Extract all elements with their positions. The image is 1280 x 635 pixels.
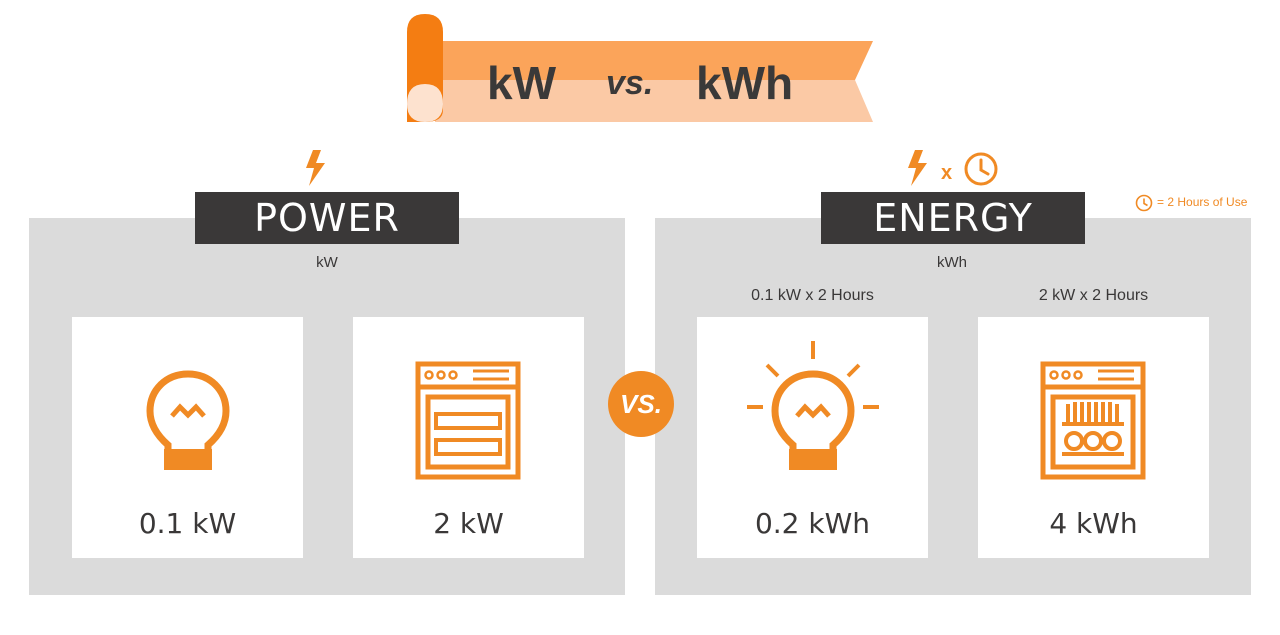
legend-clock-icon <box>1135 194 1153 212</box>
banner-scroll-curl <box>407 84 443 122</box>
power-title: POWER <box>195 192 459 244</box>
energy-calc-bulb: 0.1 kW x 2 Hours <box>751 287 874 304</box>
title-banner <box>407 14 873 122</box>
banner-vs-text: vs. <box>606 64 654 102</box>
vs-badge: VS. <box>608 371 674 437</box>
oven-icon <box>415 361 521 480</box>
lightning-icon-energy <box>908 150 927 186</box>
banner-kw-text: kW <box>487 57 556 109</box>
power-card-oven: 2 kW <box>353 317 584 558</box>
glowing-light-bulb-icon <box>747 341 879 470</box>
energy-value-bulb: 0.2 kWh <box>754 507 871 540</box>
power-unit: kW <box>316 254 338 271</box>
power-card-bulb: 0.1 kW <box>72 317 303 558</box>
energy-calc-dishwasher: 2 kW x 2 Hours <box>1038 287 1149 304</box>
banner-kwh-text: kWh <box>696 57 794 109</box>
legend-text: = 2 Hours of Use <box>1157 195 1248 209</box>
multiply-sign: x <box>941 162 953 184</box>
energy-title: ENERGY <box>821 192 1085 244</box>
energy-card-dishwasher: 4 kWh <box>978 317 1209 558</box>
power-value-oven: 2 kW <box>433 507 504 540</box>
energy-card-bulb: 0.2 kWh <box>697 317 928 558</box>
lightning-icon <box>306 150 325 186</box>
clock-icon <box>964 152 998 186</box>
energy-unit: kWh <box>937 254 967 271</box>
dishwasher-icon <box>1040 361 1146 480</box>
banner-ribbon-bottom <box>435 80 873 122</box>
power-value-bulb: 0.1 kW <box>138 507 237 540</box>
banner-ribbon-top <box>435 41 873 80</box>
light-bulb-icon <box>146 370 230 470</box>
energy-value-dishwasher: 4 kWh <box>1049 507 1138 540</box>
